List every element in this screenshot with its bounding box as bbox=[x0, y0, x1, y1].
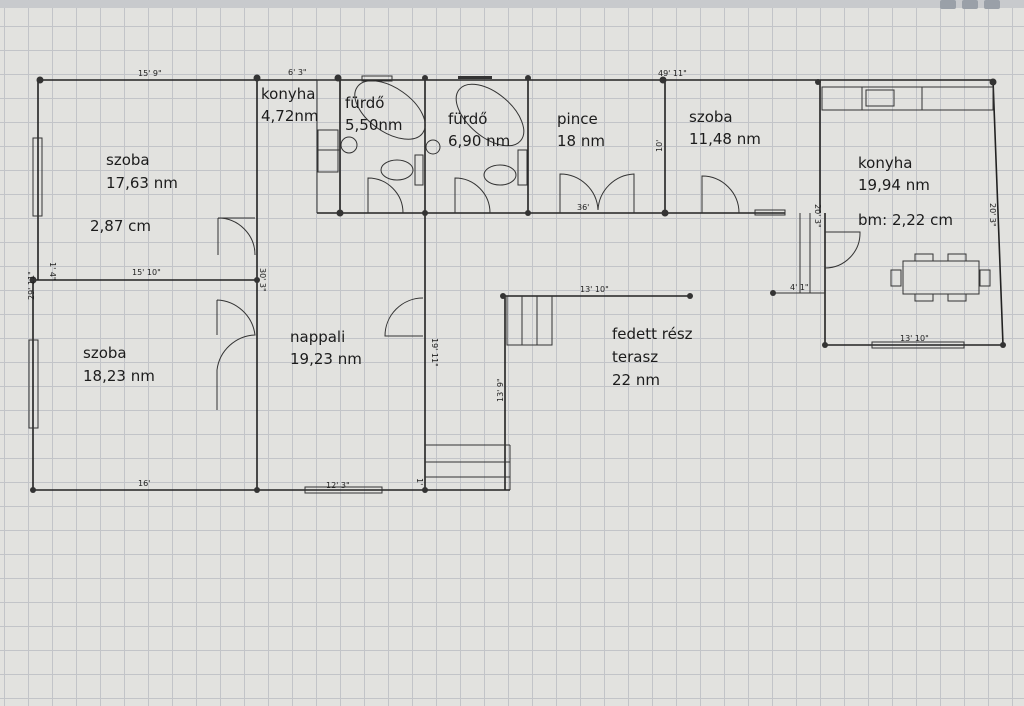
maximize-button[interactable] bbox=[962, 0, 978, 9]
fixtures bbox=[317, 80, 991, 302]
dimension-label: 19' 11" bbox=[430, 338, 439, 367]
room-area: 22 nm bbox=[612, 371, 660, 389]
minimize-button[interactable] bbox=[940, 0, 956, 9]
dimension-label: 15' 10" bbox=[132, 268, 161, 277]
dimension-label: 10' bbox=[655, 140, 664, 152]
close-button[interactable] bbox=[984, 0, 1000, 9]
room-extra: bm: 2,22 cm bbox=[858, 211, 953, 229]
dimension-label: 13' 9" bbox=[496, 378, 505, 402]
room-name-2: terasz bbox=[612, 348, 658, 366]
dimension-label: 30' 3" bbox=[258, 268, 267, 292]
dimension-label: 6' 3" bbox=[288, 68, 307, 77]
dimension-label: 12' 3" bbox=[326, 481, 350, 490]
room-area: 4,72nm bbox=[261, 107, 319, 125]
room-name: nappali bbox=[290, 328, 345, 346]
dimension-label: 20' 3" bbox=[988, 203, 997, 227]
wall-joints bbox=[29, 74, 1006, 493]
room-name: szoba bbox=[106, 151, 150, 169]
room-area: 19,94 nm bbox=[858, 176, 930, 194]
dimension-label: 1' 4" bbox=[48, 262, 57, 281]
windows bbox=[28, 75, 965, 494]
room-name: pince bbox=[557, 110, 598, 128]
dimension-label: 36' bbox=[577, 203, 589, 212]
room-name: fedett rész bbox=[612, 325, 693, 343]
walls bbox=[32, 78, 1005, 491]
room-extra: 2,87 cm bbox=[90, 217, 151, 235]
room-name: konyha bbox=[261, 85, 315, 103]
dimension-label: 1' bbox=[415, 478, 424, 485]
room-name: konyha bbox=[858, 154, 912, 172]
window-titlebar bbox=[0, 0, 1024, 9]
room-area: 18,23 nm bbox=[83, 367, 155, 385]
dimension-labels: 15' 9" 6' 3" 49' 11" 15' 10" 1' 4" 29' 1… bbox=[27, 68, 997, 490]
room-area: 5,50nm bbox=[345, 116, 403, 134]
dimension-label: 15' 9" bbox=[138, 69, 162, 78]
room-area: 6,90 nm bbox=[448, 132, 510, 150]
doors bbox=[216, 173, 861, 410]
room-name: fürdő bbox=[345, 94, 384, 112]
dimension-label: 4' 1" bbox=[790, 283, 809, 292]
dimension-label: 13' 10" bbox=[580, 285, 609, 294]
dimension-label: 16' bbox=[138, 479, 150, 488]
room-labels: szoba 17,63 nm 2,87 cm konyha 4,72nm für… bbox=[83, 85, 953, 389]
room-area: 17,63 nm bbox=[106, 174, 178, 192]
room-name: szoba bbox=[83, 344, 127, 362]
dimension-label: 29' 11" bbox=[27, 271, 36, 300]
room-area: 11,48 nm bbox=[689, 130, 761, 148]
room-area: 19,23 nm bbox=[290, 350, 362, 368]
room-name: fürdő bbox=[448, 110, 487, 128]
room-area: 18 nm bbox=[557, 132, 605, 150]
dimension-label: 49' 11" bbox=[658, 69, 687, 78]
dimension-label: 20' 3" bbox=[813, 204, 822, 228]
room-name: szoba bbox=[689, 108, 733, 126]
dimension-label: 13' 10" bbox=[900, 334, 929, 343]
stairs bbox=[425, 213, 825, 491]
